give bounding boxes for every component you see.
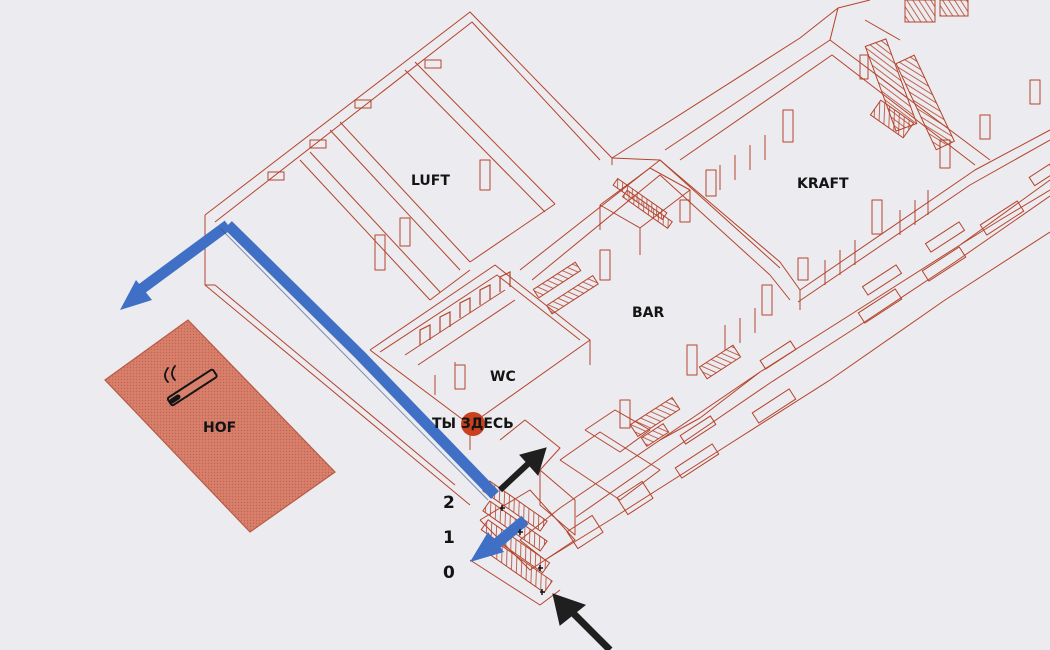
room-label-bar: BAR — [632, 305, 665, 321]
room-label-kraft: KRAFT — [797, 176, 849, 192]
you-are-here-label: ТЫ ЗДЕСЬ — [432, 416, 514, 432]
hof-area — [104, 319, 336, 533]
room-label-hof: HOF — [203, 420, 236, 436]
direction-arrows — [497, 447, 613, 650]
wc-stalls — [419, 271, 511, 345]
cigarette-icon — [164, 365, 218, 407]
benches — [674, 163, 1050, 479]
floor-label-0: 0 — [443, 563, 455, 583]
floor-label-2: 2 — [443, 493, 455, 513]
floor-label-1: 1 — [443, 528, 455, 548]
floor-ticks — [500, 505, 545, 595]
exit-route — [120, 220, 529, 562]
room-label-luft: LUFT — [411, 173, 450, 189]
location-dot-icon — [461, 412, 485, 436]
furniture-details — [480, 0, 969, 594]
room-label-wc: WC — [490, 369, 516, 385]
